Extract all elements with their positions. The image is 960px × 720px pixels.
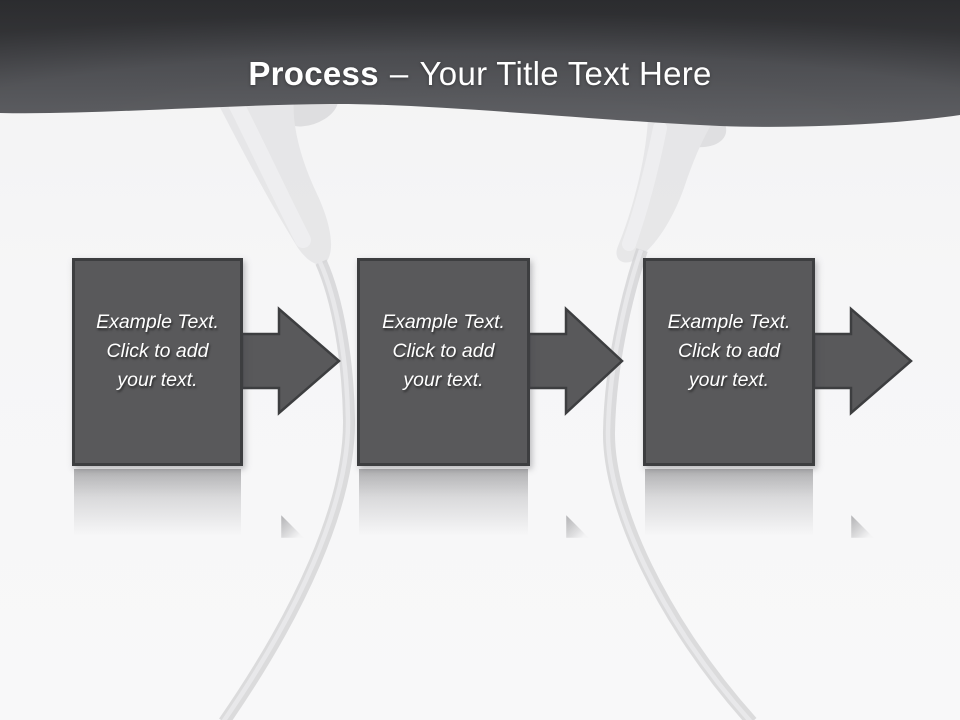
banner-vignette: [0, 0, 960, 127]
step-text-line: Example Text.: [96, 310, 219, 333]
process-step-2[interactable]: Example Text. Click to add your text.: [357, 258, 530, 466]
box-reflection-1: [74, 469, 241, 536]
process-arrow-3: [812, 306, 913, 416]
process-step-3[interactable]: Example Text. Click to add your text.: [643, 258, 815, 466]
box-reflection-2: [359, 469, 528, 536]
step-text-line: your text.: [688, 368, 770, 391]
title-separator: –: [389, 55, 409, 92]
step-text-line: Example Text.: [667, 310, 791, 333]
title-text: Your Title Text Here: [419, 55, 712, 92]
title-keyword: Process: [248, 55, 379, 92]
step-3-text: Example Text. Click to add your text.: [668, 308, 791, 395]
box-reflection-3: [645, 469, 813, 536]
left-cord-shape: [219, 259, 356, 720]
process-arrow-1: [240, 306, 341, 416]
step-text-line: your text.: [403, 368, 484, 391]
step-1-text: Example Text. Click to add your text.: [96, 308, 219, 395]
process-step-1[interactable]: Example Text. Click to add your text.: [72, 258, 243, 466]
step-text-line: Click to add: [106, 339, 209, 362]
step-text-line: Click to add: [678, 339, 780, 362]
step-text-line: Example Text.: [382, 310, 505, 333]
slide-title: Process – Your Title Text Here: [0, 46, 960, 102]
process-arrow-2: [527, 306, 624, 416]
header-banner: [0, 0, 960, 127]
step-text-line: your text.: [117, 368, 198, 391]
step-2-text: Example Text. Click to add your text.: [382, 308, 505, 395]
right-cord-shape: [602, 248, 757, 720]
step-text-line: Click to add: [392, 339, 495, 362]
